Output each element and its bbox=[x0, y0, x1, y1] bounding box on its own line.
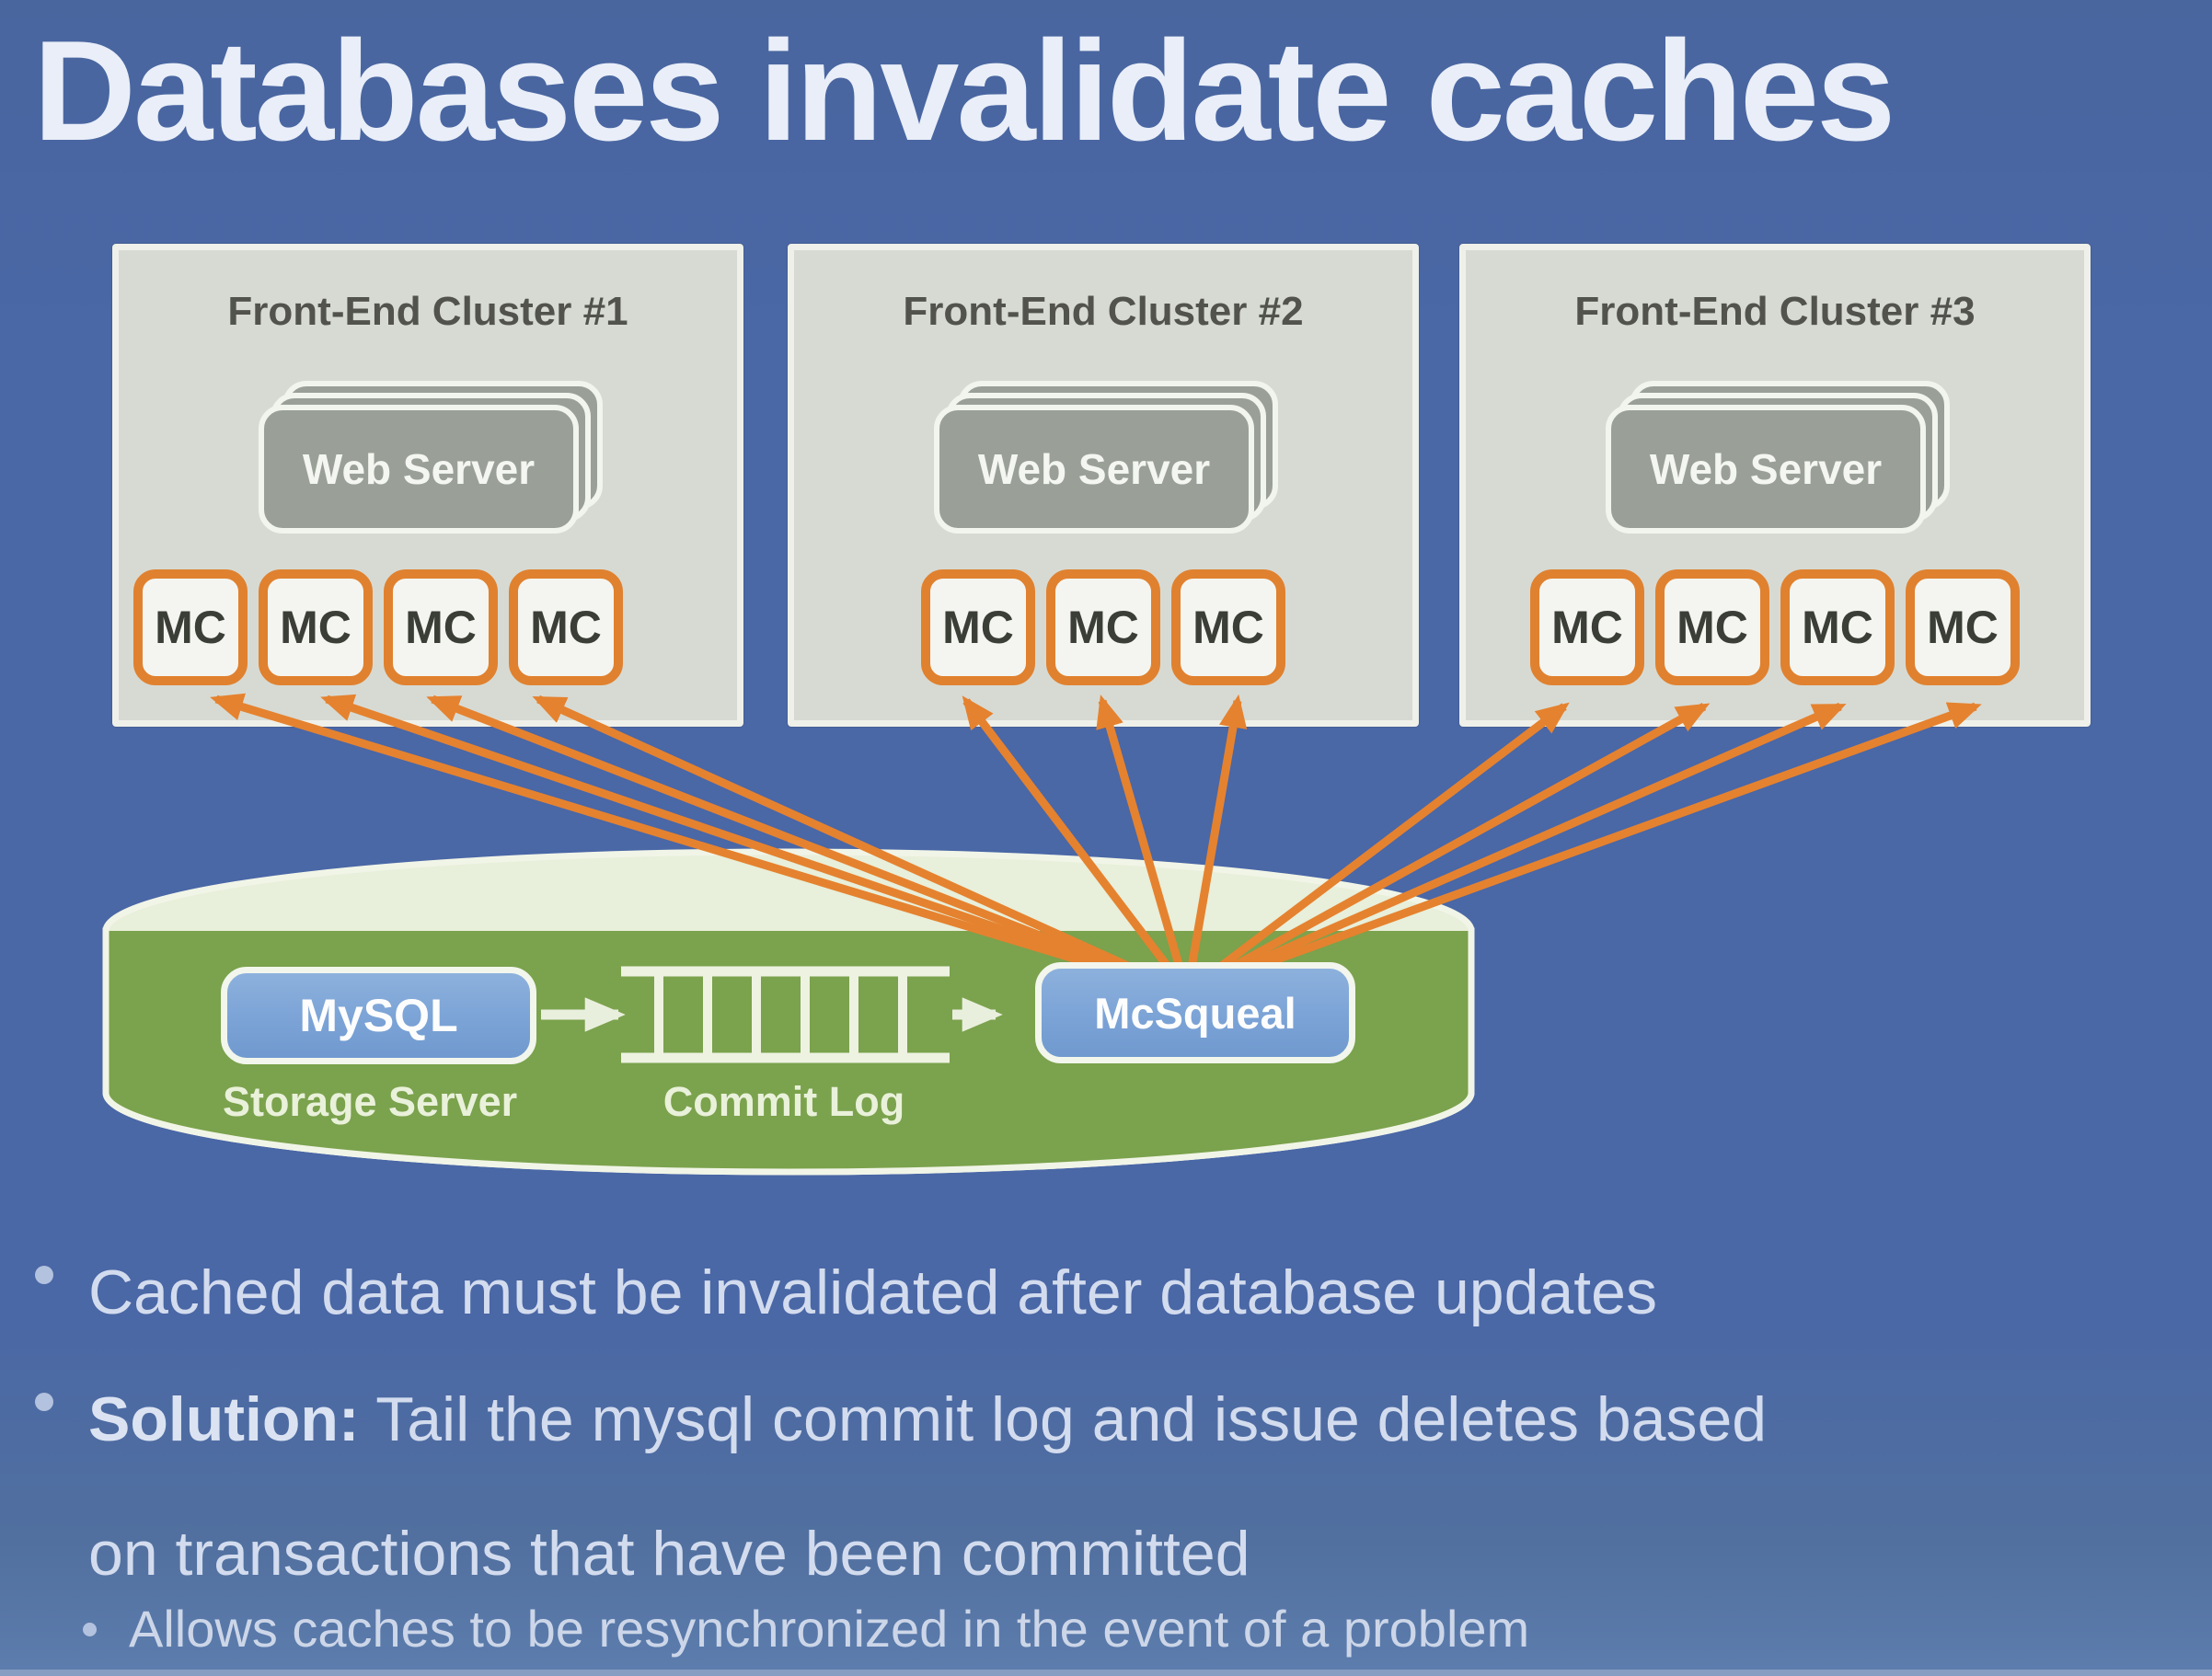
invalidation-arrow bbox=[1240, 702, 1847, 972]
slide-bottom-edge bbox=[0, 1670, 2212, 1676]
sub-bullet-1: Allows caches to be resynchronized in th… bbox=[129, 1600, 1530, 1658]
invalidation-arrow bbox=[1252, 702, 1982, 972]
bullet-dot bbox=[35, 1266, 53, 1284]
web-server-label: Web Server bbox=[977, 445, 1211, 493]
memcache-box: MC bbox=[1780, 569, 1895, 685]
front-end-cluster-3: Front-End Cluster #3 Web Server MC MC MC… bbox=[1459, 244, 2091, 727]
invalidation-arrow bbox=[532, 695, 1134, 972]
memcache-box: MC bbox=[1530, 569, 1644, 685]
memcache-box: MC bbox=[1171, 569, 1285, 685]
bullet-1: Cached data must be invalidated after da… bbox=[88, 1257, 1657, 1327]
memcache-box: MC bbox=[509, 569, 623, 685]
memcache-box: MC bbox=[921, 569, 1035, 685]
cluster-title: Front-End Cluster #2 bbox=[903, 289, 1304, 334]
invalidation-arrow bbox=[962, 695, 1172, 970]
sub-bullet-dot bbox=[83, 1623, 97, 1636]
mcsqueal-box: McSqueal bbox=[1035, 962, 1355, 1063]
web-server-stack: Web Server bbox=[259, 381, 603, 534]
web-server-stack: Web Server bbox=[934, 381, 1278, 534]
bullet-2-line-1: Tail the mysql commit log and issue dele… bbox=[359, 1384, 1768, 1454]
web-server-label: Web Server bbox=[302, 445, 536, 493]
invalidation-arrow bbox=[320, 694, 1116, 972]
memcache-box: MC bbox=[259, 569, 373, 685]
front-end-cluster-2: Front-End Cluster #2 Web Server MC MC MC bbox=[788, 244, 1419, 727]
invalidation-arrow bbox=[210, 693, 1106, 972]
bullet-dot bbox=[35, 1393, 53, 1411]
memcache-row: MC MC MC bbox=[794, 569, 1412, 685]
web-server-box: Web Server bbox=[259, 405, 579, 534]
memcache-box: MC bbox=[384, 569, 498, 685]
invalidation-arrow bbox=[1187, 694, 1248, 969]
cluster-title: Front-End Cluster #1 bbox=[227, 289, 628, 334]
invalidation-arrow bbox=[1216, 702, 1570, 971]
web-server-box: Web Server bbox=[934, 405, 1254, 534]
memcache-row: MC MC MC MC bbox=[69, 569, 687, 685]
mysql-label: MySQL bbox=[299, 990, 458, 1041]
front-end-cluster-1: Front-End Cluster #1 Web Server MC MC MC… bbox=[112, 244, 743, 727]
commit-log-label: Commit Log bbox=[662, 1078, 905, 1125]
web-server-label: Web Server bbox=[1649, 445, 1883, 493]
slide-title: Databases invalidate caches bbox=[33, 11, 1895, 170]
memcache-box: MC bbox=[1906, 569, 2020, 685]
invalidation-arrow bbox=[426, 695, 1124, 972]
cluster-title: Front-End Cluster #3 bbox=[1574, 289, 1976, 334]
bullet-2-line-2: on transactions that have been committed bbox=[88, 1519, 1250, 1589]
bullet-2: Solution: Tail the mysql commit log and … bbox=[88, 1352, 2195, 1621]
invalidation-arrows bbox=[210, 693, 1982, 972]
web-server-stack: Web Server bbox=[1606, 381, 1950, 534]
invalidation-arrow bbox=[1096, 695, 1184, 970]
invalidation-arrow bbox=[1228, 703, 1711, 971]
memcache-row: MC MC MC MC bbox=[1466, 569, 2084, 685]
memcache-box: MC bbox=[1046, 569, 1160, 685]
mcsqueal-label: McSqueal bbox=[1094, 988, 1296, 1038]
storage-server-label: Storage Server bbox=[223, 1078, 518, 1125]
commit-log-icon bbox=[621, 966, 950, 1063]
web-server-box: Web Server bbox=[1606, 405, 1926, 534]
bullet-2-bold-prefix: Solution: bbox=[88, 1384, 360, 1454]
memcache-box: MC bbox=[133, 569, 248, 685]
mysql-box: MySQL bbox=[221, 967, 536, 1064]
memcache-box: MC bbox=[1655, 569, 1769, 685]
